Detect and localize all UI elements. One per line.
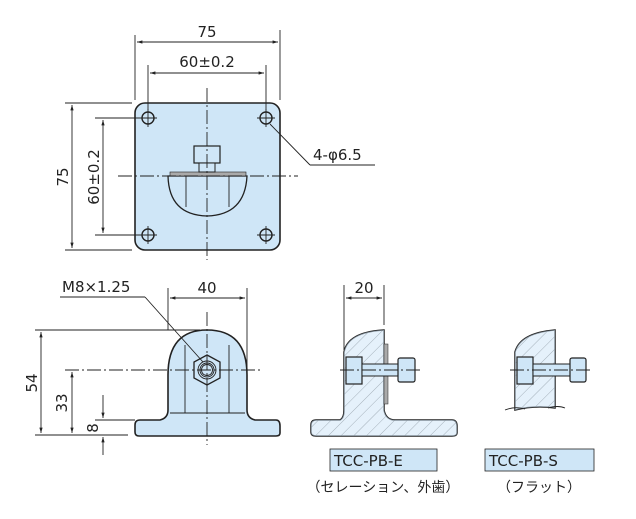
hole-note: 4-φ6.5 [313, 146, 362, 164]
section-e-view: 20 TCC-PB-E （セレーション、外歯） [307, 279, 460, 496]
dim-height-75: 75 [54, 167, 72, 186]
dim-width-75: 75 [197, 23, 216, 41]
dim-width-60: 60±0.2 [179, 53, 235, 71]
dim-width-40: 40 [197, 279, 216, 297]
label-box-s [484, 448, 595, 472]
dim-height-8: 8 [84, 423, 102, 433]
caption-e: （セレーション、外歯） [307, 480, 460, 496]
model-label-e: TCC-PB-E [333, 452, 403, 470]
top-view: 75 60±0.2 75 60±0.2 4-φ6.5 [54, 23, 375, 260]
model-label-s: TCC-PB-S [488, 452, 558, 470]
mounting-holes [139, 109, 275, 244]
dim-height-33: 33 [53, 393, 71, 412]
dim-width-20: 20 [354, 279, 373, 297]
dim-height-60: 60±0.2 [85, 149, 103, 205]
caption-s: （フラット） [497, 480, 581, 496]
thread-note: M8×1.25 [62, 278, 130, 296]
label-box-e [329, 448, 438, 472]
section-s-view: TCC-PB-S （フラット） [484, 329, 595, 496]
dim-height-54: 54 [23, 373, 41, 392]
front-view: 40 M8×1.25 54 33 8 [23, 278, 281, 455]
